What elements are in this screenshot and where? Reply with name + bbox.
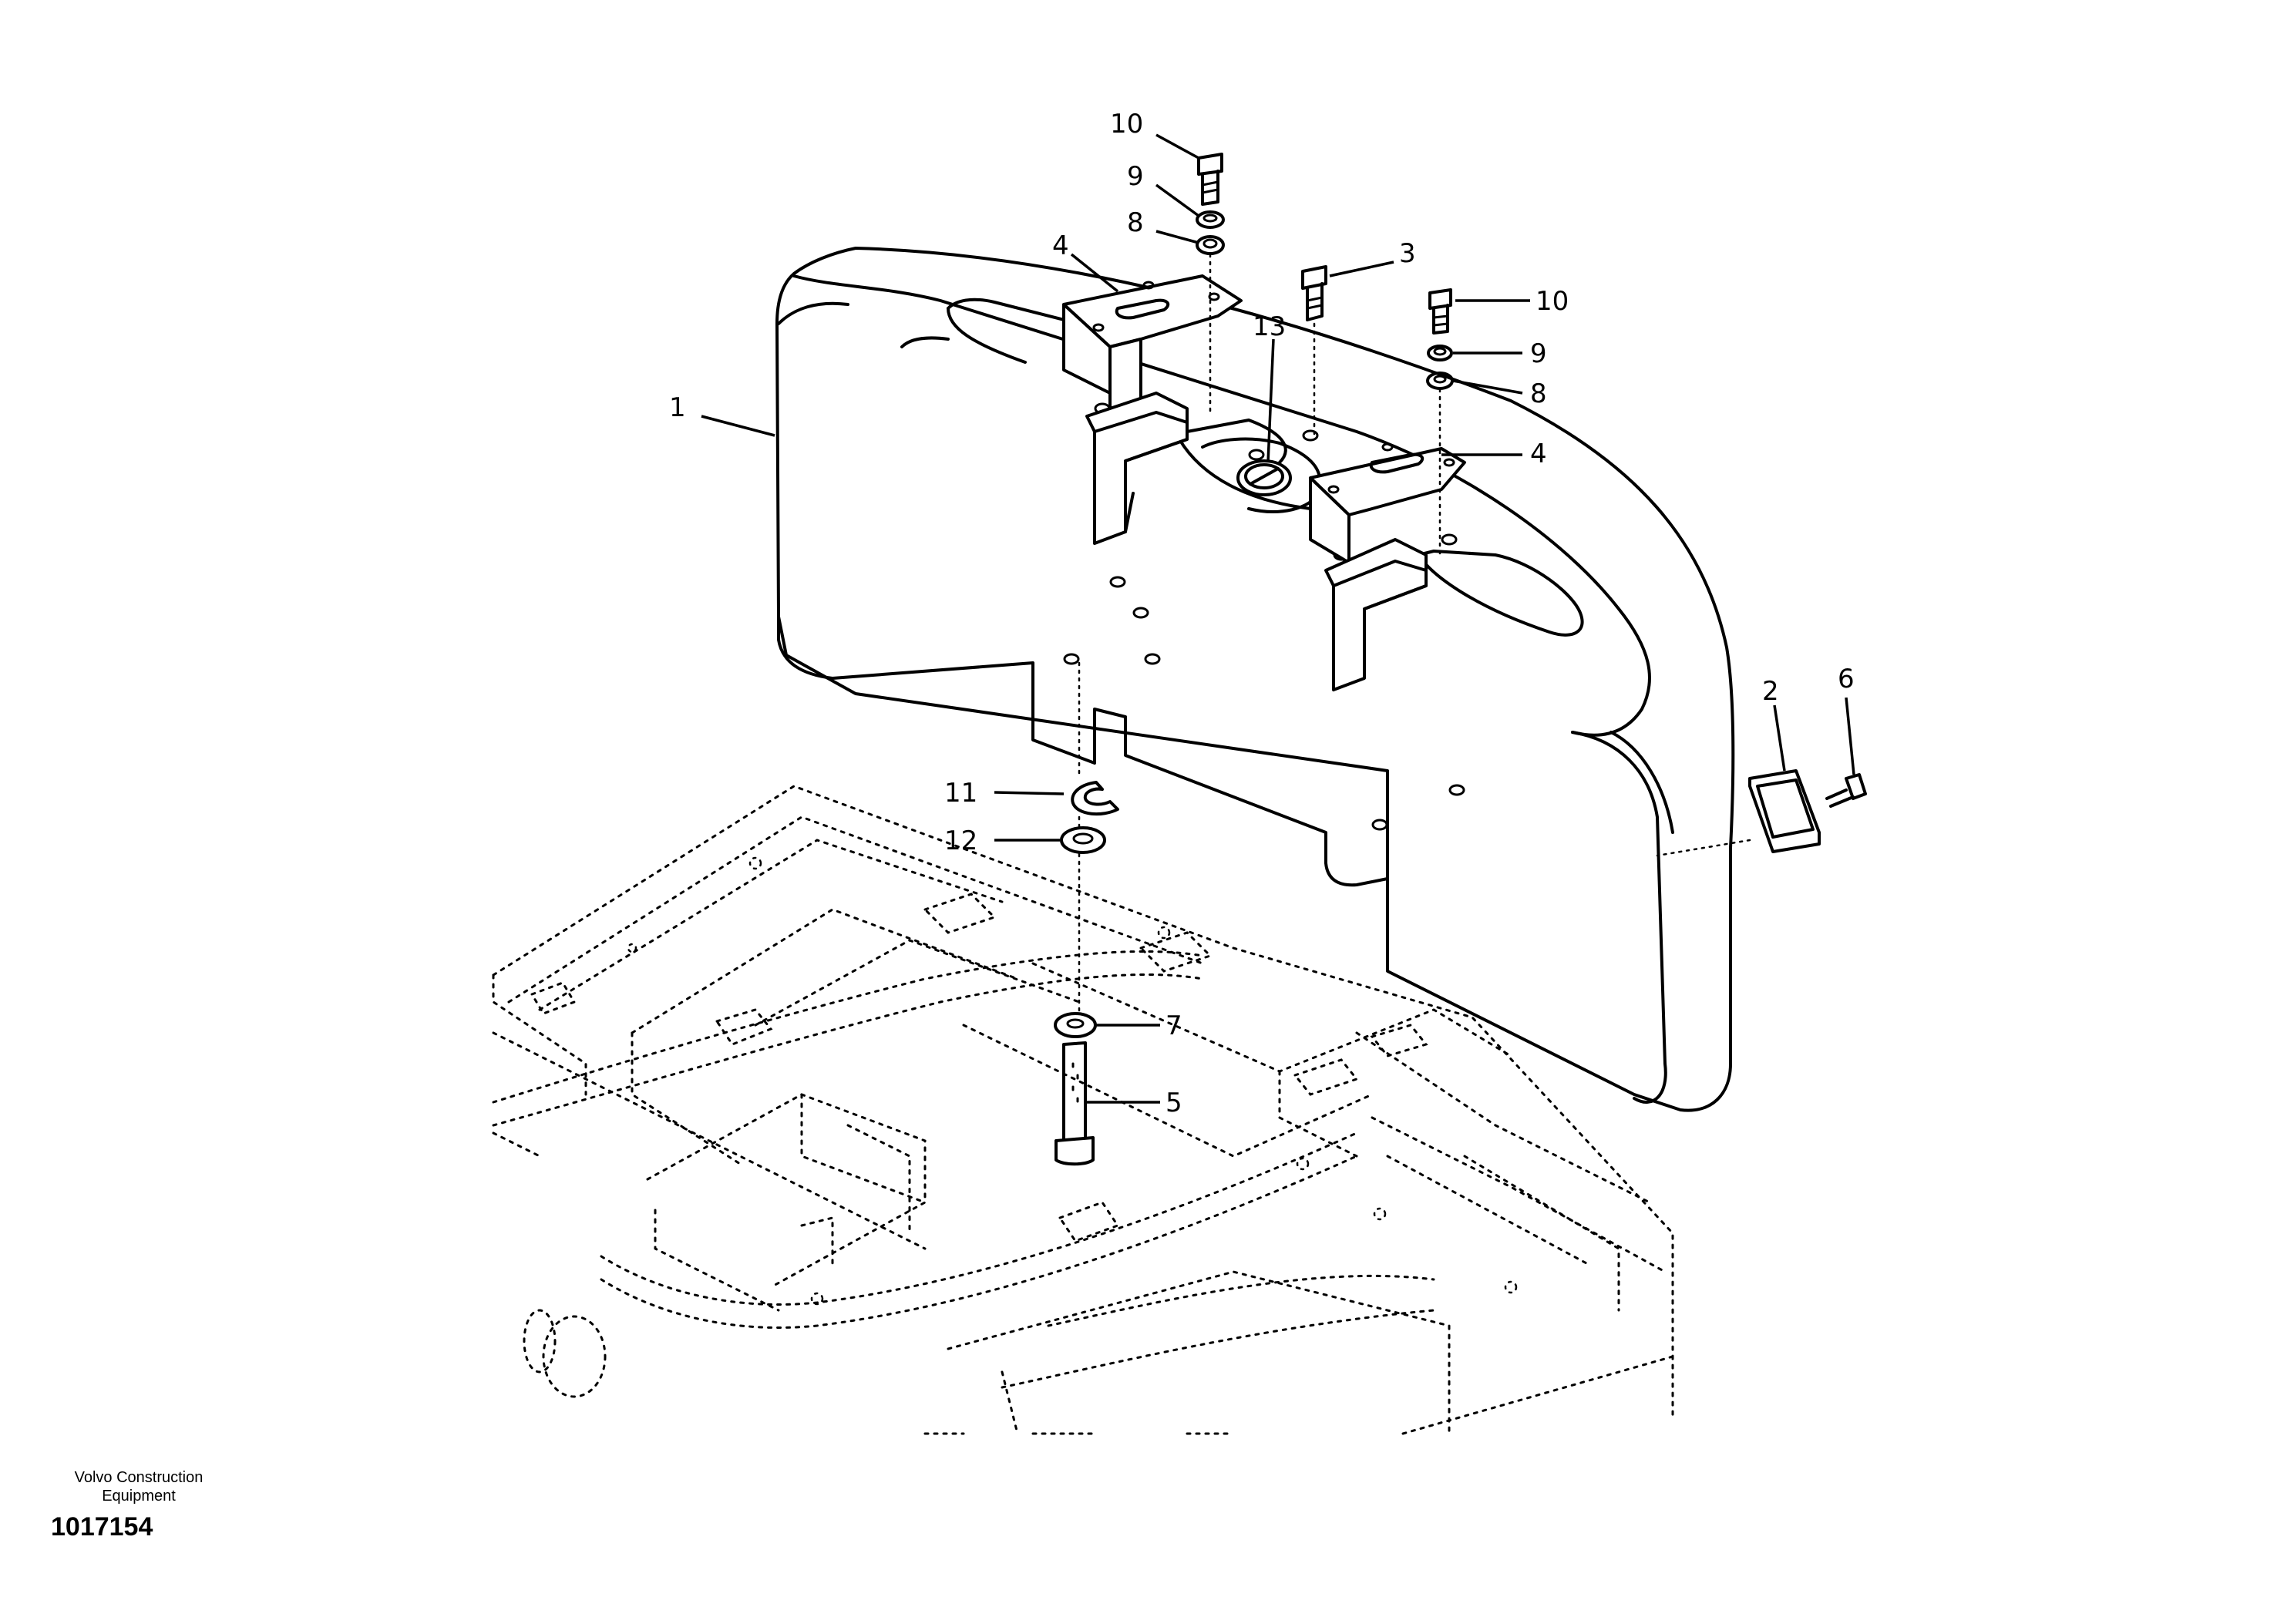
callout-5: 5 <box>1166 1088 1182 1118</box>
callout-9-right: 9 <box>1530 338 1547 369</box>
bolt-10-right <box>1428 288 1452 335</box>
bolt-3 <box>1301 265 1327 321</box>
washer-12 <box>1060 826 1106 854</box>
document-number: 1017154 <box>51 1512 153 1542</box>
upper-frame-dotted <box>492 785 1674 1435</box>
washer-7 <box>1054 1012 1097 1038</box>
bracket-right <box>1309 442 1466 691</box>
callout-3: 3 <box>1399 238 1416 269</box>
lock-washer-9-right <box>1427 345 1453 361</box>
callout-7: 7 <box>1166 1010 1182 1041</box>
callout-4-left: 4 <box>1052 230 1069 261</box>
callout-8-top: 8 <box>1127 207 1144 238</box>
bolt-10-top <box>1197 153 1223 206</box>
callout-10-top: 10 <box>1110 109 1143 140</box>
callout-13: 13 <box>1253 311 1286 342</box>
callout-2: 2 <box>1762 676 1779 707</box>
callout-4-right: 4 <box>1530 439 1547 469</box>
alignment-lines <box>1078 253 1751 1015</box>
callout-6: 6 <box>1838 664 1855 694</box>
callout-11: 11 <box>944 778 977 809</box>
washer-8-top <box>1196 235 1225 255</box>
callout-12: 12 <box>944 825 977 856</box>
callout-9-top: 9 <box>1127 161 1144 192</box>
lock-washer-9-top <box>1196 210 1225 229</box>
leader-lines <box>701 133 1855 1104</box>
callout-10-right: 10 <box>1536 286 1569 317</box>
callout-labels: 1 2 3 4 4 5 6 7 8 8 9 9 10 10 11 12 13 <box>669 109 1855 1118</box>
manufacturer-label: Volvo Construction Equipment <box>46 1468 231 1505</box>
bolt-6 <box>1825 773 1867 808</box>
cover-plate-2 <box>1748 769 1821 853</box>
manufacturer-name: Volvo Construction Equipment <box>74 1469 204 1505</box>
bracket-left <box>1062 274 1243 545</box>
c-washer-11 <box>1071 781 1119 816</box>
bolt-5 <box>1054 1041 1095 1166</box>
callout-1: 1 <box>669 392 686 423</box>
callout-8-right: 8 <box>1530 378 1547 409</box>
